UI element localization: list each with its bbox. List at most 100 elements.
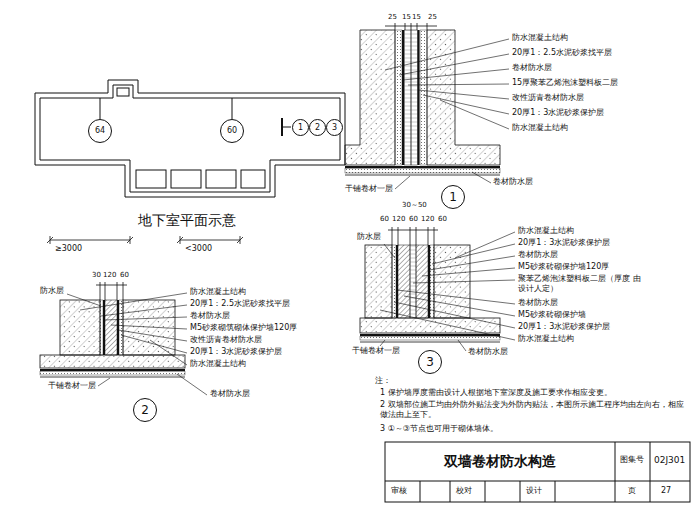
- detail-2-leaders: [111, 325, 187, 329]
- detail-number: 3: [418, 350, 442, 374]
- detail-1-leaders: [403, 69, 509, 80]
- detail-3-section: [360, 337, 500, 341]
- detail-3-section: [360, 342, 500, 343]
- plan-dimension-lines: [50, 240, 130, 241]
- detail-number: 2: [133, 398, 157, 422]
- detail-2-section: [100, 300, 103, 355]
- title-block-frame: [485, 481, 486, 502]
- detail-3-leaders: [432, 244, 515, 264]
- detail-1-section: [345, 169, 500, 174]
- layer-label: 20厚1：3水泥砂浆保护层: [518, 238, 610, 248]
- detail-3-section: [430, 245, 434, 318]
- dimension: 15: [412, 13, 421, 21]
- detail-1-section: [417, 23, 418, 30]
- basement-plan: [171, 170, 201, 188]
- title-block-frame: [385, 442, 690, 502]
- detail-3-section: [360, 334, 500, 336]
- detail-1-leaders: [472, 172, 491, 183]
- circle-text: 3: [426, 356, 434, 368]
- layer-label: 防水混凝土结构: [512, 33, 568, 43]
- detail-1-section: [411, 30, 418, 165]
- detail-1-section: [395, 30, 402, 165]
- detail-3-leaders: [394, 302, 515, 328]
- detail-3-section: [398, 245, 410, 318]
- circle-text: 64: [95, 127, 105, 135]
- dimension: 60: [380, 215, 389, 223]
- dimension: ≥3000: [55, 244, 82, 254]
- detail-2-leaders: [101, 305, 187, 316]
- dimension: 25: [388, 13, 397, 21]
- title-block-frame: [520, 481, 521, 502]
- dimension: 25: [428, 13, 437, 21]
- layer-label: 防水混凝土结构: [518, 226, 574, 236]
- detail-3-section: [396, 245, 398, 318]
- title-block-cell: 校对: [456, 486, 472, 496]
- detail-2-leaders: [80, 293, 187, 310]
- dimension: <3000: [185, 244, 212, 254]
- detail-2-leaders: [67, 293, 207, 395]
- title-block-cell: 审核: [391, 486, 407, 496]
- dimension: 15: [402, 13, 411, 21]
- detail-2-section: [40, 377, 185, 378]
- detail-1-section: [405, 30, 412, 165]
- detail-2-section: [60, 300, 100, 355]
- title-block-frame: [615, 442, 616, 502]
- layer-label: 防水层: [357, 232, 381, 242]
- section-callout: 3: [326, 119, 343, 136]
- drawing-title: 双墙卷材防水构造: [444, 453, 556, 470]
- basement-plan: [282, 127, 291, 128]
- detail-2-leaders: [118, 330, 187, 341]
- detail-3-leaders: [384, 244, 395, 258]
- title-block-cell: 图集号: [620, 455, 644, 465]
- layer-label: 聚苯乙烯泡沫塑料板二层（厚度 由设计人定）: [518, 274, 643, 293]
- detail-3-section: [388, 230, 438, 231]
- detail-number: 1: [441, 185, 465, 209]
- basement-plan: [100, 98, 101, 119]
- plan-dimension-lines: [127, 237, 133, 243]
- title-block-frame: [420, 481, 421, 502]
- circle-text: 3: [332, 124, 337, 132]
- detail-1-section: [345, 23, 500, 175]
- section-callout: 2: [309, 119, 326, 136]
- detail-1-section: [345, 166, 500, 168]
- layer-label: 防水混凝土结构: [518, 334, 574, 344]
- title-block-cell: 设计: [526, 486, 542, 496]
- title-block-cell: 页: [628, 486, 636, 496]
- detail-3-section: [428, 227, 429, 245]
- index-circle: 64: [88, 119, 112, 143]
- detail-2-section: [117, 300, 119, 355]
- title-block-frame: [450, 481, 451, 502]
- note-heading: 注：: [375, 376, 391, 386]
- detail-3-section: [398, 227, 399, 245]
- detail-1-leaders: [385, 39, 509, 70]
- detail-3-leaders: [380, 232, 515, 351]
- detail-2-section: [40, 369, 185, 371]
- drawing-caption: 地下室平面示意: [138, 212, 236, 229]
- detail-3-section: [434, 227, 435, 245]
- note: 1 保护墙厚度需由设计人根据地下室深度及施工要求作相应变更。: [380, 388, 690, 398]
- detail-2-section: [123, 282, 124, 300]
- basement-plan: [40, 85, 340, 192]
- circle-text: 1: [449, 191, 457, 203]
- detail-1-leaders: [418, 90, 509, 99]
- layer-label: 20厚1：3水泥砂浆保护层: [190, 347, 282, 357]
- detail-3-leaders: [458, 340, 466, 351]
- basement-plan: [35, 80, 345, 197]
- detail-3-leaders: [422, 268, 515, 276]
- title-block-cell: 02J301: [654, 455, 685, 466]
- layer-label: 改性沥青卷材防水层: [512, 93, 584, 103]
- detail-3-leaders: [404, 296, 515, 316]
- detail-2-section: [105, 300, 117, 355]
- layer-label: 卷材防水层: [190, 311, 230, 321]
- detail-2-section: [119, 300, 123, 355]
- detail-2-section: [105, 282, 106, 300]
- layer-label: 干铺卷材一层: [345, 184, 393, 194]
- layer-label: 20厚1：3水泥砂浆保护层: [518, 322, 610, 332]
- detail-3-leaders: [455, 232, 515, 258]
- detail-2-section: [96, 285, 127, 286]
- title-block-frame: [650, 442, 651, 502]
- dimension: 120: [392, 215, 405, 223]
- detail-1-leaders: [408, 84, 509, 85]
- layer-label: 干铺卷材一层: [48, 381, 96, 391]
